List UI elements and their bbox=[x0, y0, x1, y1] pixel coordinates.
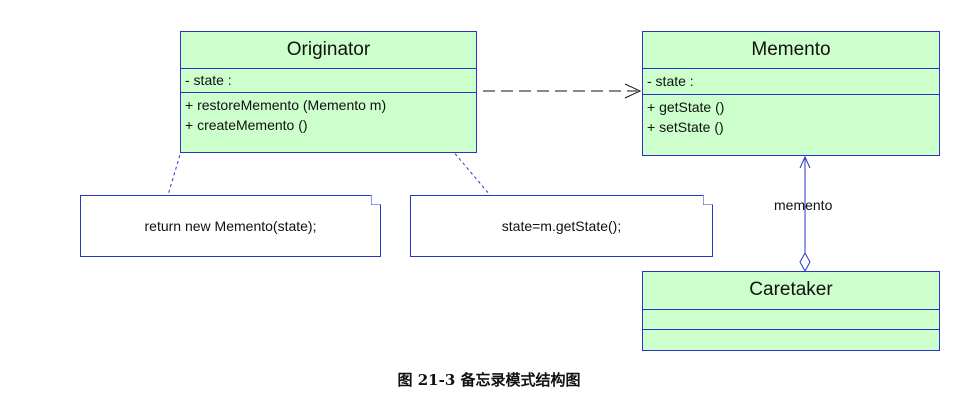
association-role-label: memento bbox=[774, 197, 833, 213]
note-restore-text: state=m.getState(); bbox=[501, 218, 622, 234]
association-arrowhead bbox=[799, 155, 811, 169]
memento-op-setstate: + setState () bbox=[647, 119, 724, 135]
note-fold-icon bbox=[703, 195, 713, 205]
caretaker-attributes bbox=[643, 310, 939, 330]
originator-operations: + restoreMemento (Memento m) + createMem… bbox=[181, 93, 476, 135]
note-anchor-create bbox=[167, 137, 186, 196]
originator-attributes: - state : bbox=[181, 69, 476, 93]
note-create-text: return new Memento(state); bbox=[144, 218, 317, 234]
originator-attribute-state: - state : bbox=[185, 72, 232, 88]
originator-name: Originator bbox=[181, 32, 476, 69]
originator-op-restore: + restoreMemento (Memento m) bbox=[185, 97, 387, 113]
aggregation-diamond bbox=[799, 251, 811, 273]
note-restore-memento: state=m.getState(); bbox=[410, 195, 713, 257]
memento-operations: + getState () + setState () bbox=[643, 95, 939, 137]
caretaker-operations bbox=[643, 330, 939, 350]
note-create-memento: return new Memento(state); bbox=[80, 195, 381, 257]
originator-class: Originator - state : + restoreMemento (M… bbox=[180, 31, 477, 153]
caretaker-class: Caretaker bbox=[642, 271, 940, 351]
memento-attribute-state: - state : bbox=[647, 73, 694, 89]
dependency-arrowhead bbox=[624, 83, 642, 99]
memento-attributes: - state : bbox=[643, 69, 939, 95]
note-fold-icon bbox=[371, 195, 381, 205]
memento-name: Memento bbox=[643, 32, 939, 69]
memento-class: Memento - state : + getState () + setSta… bbox=[642, 31, 940, 156]
memento-op-getstate: + getState () bbox=[647, 99, 725, 115]
originator-op-create: + createMemento () bbox=[185, 117, 308, 133]
caretaker-name: Caretaker bbox=[643, 272, 939, 310]
note-anchor-restore bbox=[423, 116, 491, 196]
figure-caption: 图 21-3 备忘录模式结构图 bbox=[397, 371, 581, 389]
